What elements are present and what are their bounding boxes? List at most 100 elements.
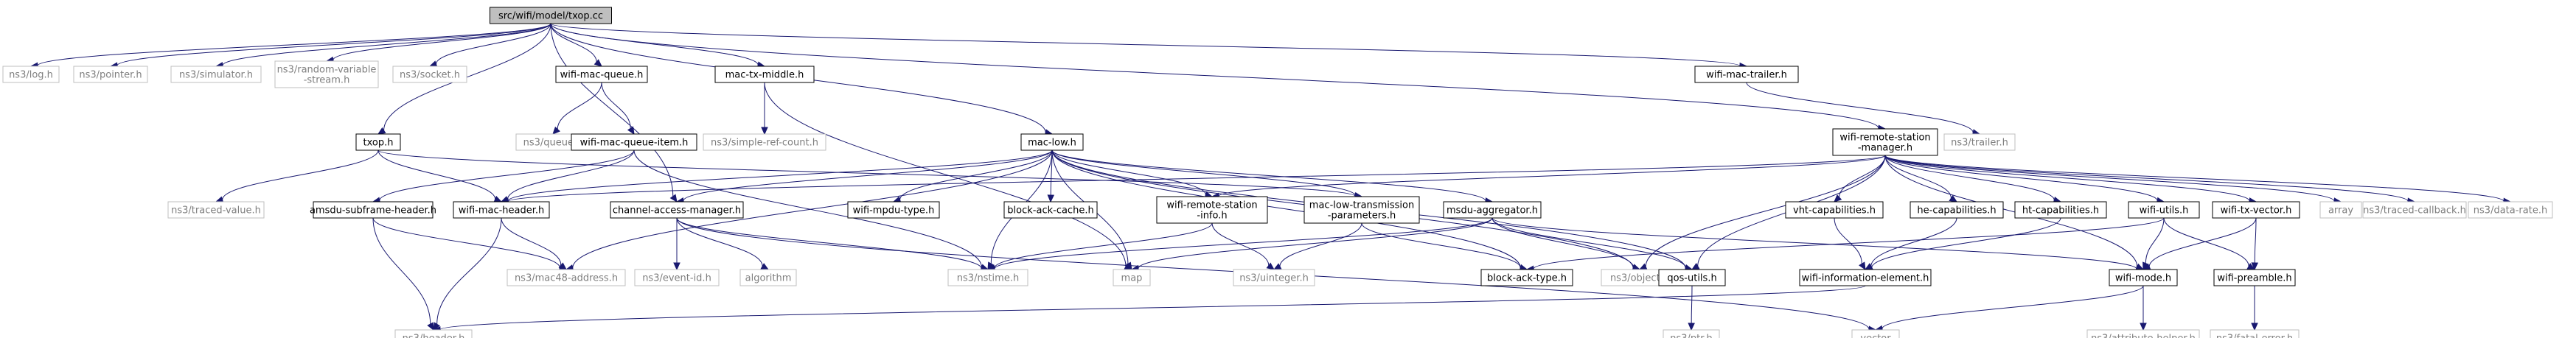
node-label: ns3/pointer.h <box>79 70 142 81</box>
node-box <box>453 201 550 219</box>
node-label: ns3/traced-callback.h <box>2363 205 2466 216</box>
edge-wpre-to-fatal <box>2251 286 2258 331</box>
edge-line <box>1884 155 2504 202</box>
edge-line <box>383 23 551 131</box>
node-label: channel-access-manager.h <box>613 205 741 216</box>
node-box <box>1658 269 1726 286</box>
edge-line <box>372 217 560 268</box>
edge-line <box>1491 217 1635 268</box>
node-box <box>313 201 434 219</box>
edge-line <box>222 149 379 200</box>
node-wie[interactable]: wifi-information-element.h <box>1799 269 1932 286</box>
edge-wrsm-to-tracedcb <box>1884 155 2416 205</box>
edge-line <box>2148 217 2257 267</box>
node-wmq[interactable]: wifi-mac-queue.h <box>555 66 648 83</box>
edge-line <box>1884 155 2250 202</box>
node-label: src/wifi/model/txop.cc <box>498 11 603 22</box>
node-box <box>1785 201 1884 219</box>
edge-line <box>764 82 1127 267</box>
edge-cam-to-algorithm <box>676 217 770 270</box>
node-nstime: ns3/nstime.h <box>947 269 1028 286</box>
node-he[interactable]: he-capabilities.h <box>1910 201 2004 219</box>
node-box <box>2362 201 2467 219</box>
edge-line <box>1884 155 2138 267</box>
node-txop_cc[interactable]: src/wifi/model/txop.cc <box>490 7 612 24</box>
edge-txop_cc-to-wmt <box>550 23 1748 70</box>
node-wmode[interactable]: wifi-mode.h <box>2109 269 2178 286</box>
edge-txop_h-to-mltp <box>377 149 1363 200</box>
node-box <box>571 133 697 151</box>
arrowhead-icon <box>1124 261 1132 271</box>
node-box <box>355 133 401 151</box>
edge-line <box>1051 149 1356 196</box>
node-wutils[interactable]: wifi-utils.h <box>2128 201 2200 219</box>
node-vht[interactable]: vht-capabilities.h <box>1785 201 1884 219</box>
node-box <box>392 66 467 83</box>
node-bac[interactable]: block-ack-cache.h <box>1003 201 1098 219</box>
node-label: ns3/attribute-helper.h <box>2091 334 2196 338</box>
edge-line <box>1881 285 2144 329</box>
node-bat[interactable]: block-ack-type.h <box>1480 269 1573 286</box>
node-box <box>1694 66 1799 83</box>
edge-line <box>1051 149 1521 268</box>
node-wmt[interactable]: wifi-mac-trailer.h <box>1694 66 1799 83</box>
node-msdu[interactable]: msdu-aggregator.h <box>1443 201 1542 219</box>
node-wmh[interactable]: wifi-mac-header.h <box>453 201 550 219</box>
node-label: -stream.h <box>304 75 350 86</box>
node-label: ns3/header.h <box>403 334 465 338</box>
node-ht[interactable]: ht-capabilities.h <box>2014 201 2107 219</box>
node-amsdu[interactable]: amsdu-subframe-header.h <box>310 201 436 219</box>
node-label: ns3/mac48-address.h <box>515 273 618 284</box>
node-label: mac-low.h <box>1028 138 1076 149</box>
node-label: wifi-information-element.h <box>1802 273 1929 284</box>
node-label: map <box>1121 273 1143 284</box>
node-txop_h[interactable]: txop.h <box>355 133 401 151</box>
node-maclow[interactable]: mac-low.h <box>1020 133 1084 151</box>
arrowhead-icon <box>1688 323 1695 331</box>
edge-maclow-to-wmh <box>500 149 1053 205</box>
node-box <box>2086 329 2200 338</box>
node-label: ns3/simple-ref-count.h <box>711 138 818 149</box>
node-label: ns3/fatal-error.h <box>2216 334 2293 338</box>
edge-wmh-to-header <box>433 217 502 331</box>
node-qos[interactable]: qos-utils.h <box>1658 269 1726 286</box>
node-pointer: ns3/pointer.h <box>73 66 148 83</box>
node-box <box>2213 269 2296 286</box>
node-datarate: ns3/data-rate.h <box>2468 201 2553 219</box>
edge-wmq-to-queue <box>552 82 602 135</box>
node-label: wifi-mac-queue-item.h <box>580 138 689 149</box>
edge-mtm-to-map <box>764 82 1133 270</box>
node-box <box>1003 201 1098 219</box>
node-wrsi[interactable]: wifi-remote-station-info.h <box>1156 196 1268 224</box>
node-box <box>1443 201 1542 219</box>
node-wrsm[interactable]: wifi-remote-station-manager.h <box>1832 128 1938 156</box>
node-map: map <box>1113 269 1151 286</box>
node-label: ns3/ptr.h <box>1670 334 1713 338</box>
arrowhead-icon <box>1949 194 1958 203</box>
node-wtxv[interactable]: wifi-tx-vector.h <box>2212 201 2300 219</box>
node-wmpdu[interactable]: wifi-mpdu-type.h <box>847 201 940 219</box>
node-ptr: ns3/ptr.h <box>1663 329 1720 338</box>
node-mltp[interactable]: mac-low-transmission-parameters.h <box>1303 196 1420 224</box>
node-wmqi[interactable]: wifi-mac-queue-item.h <box>571 133 697 151</box>
node-box <box>507 269 626 286</box>
node-mtm[interactable]: mac-tx-middle.h <box>714 66 815 83</box>
node-label: block-ack-type.h <box>1487 273 1567 284</box>
node-box <box>1832 128 1938 156</box>
node-label: wifi-remote-station <box>1166 200 1257 211</box>
node-box <box>1799 269 1932 286</box>
node-header: ns3/header.h <box>394 329 473 338</box>
edge-txop_cc-to-mtm <box>550 23 766 68</box>
node-srefc: ns3/simple-ref-count.h <box>703 133 826 151</box>
node-box <box>1020 133 1084 151</box>
node-box <box>634 269 720 286</box>
node-box <box>1663 329 1720 338</box>
node-wpre[interactable]: wifi-preamble.h <box>2213 269 2296 286</box>
node-label: -manager.h <box>1858 143 1912 154</box>
node-cam[interactable]: channel-access-manager.h <box>610 201 744 219</box>
node-label: ns3/socket.h <box>400 70 460 81</box>
edge-wrsm-to-wutils <box>1884 155 2165 205</box>
edge-line <box>37 23 551 66</box>
node-label: ht-capabilities.h <box>2022 205 2099 216</box>
